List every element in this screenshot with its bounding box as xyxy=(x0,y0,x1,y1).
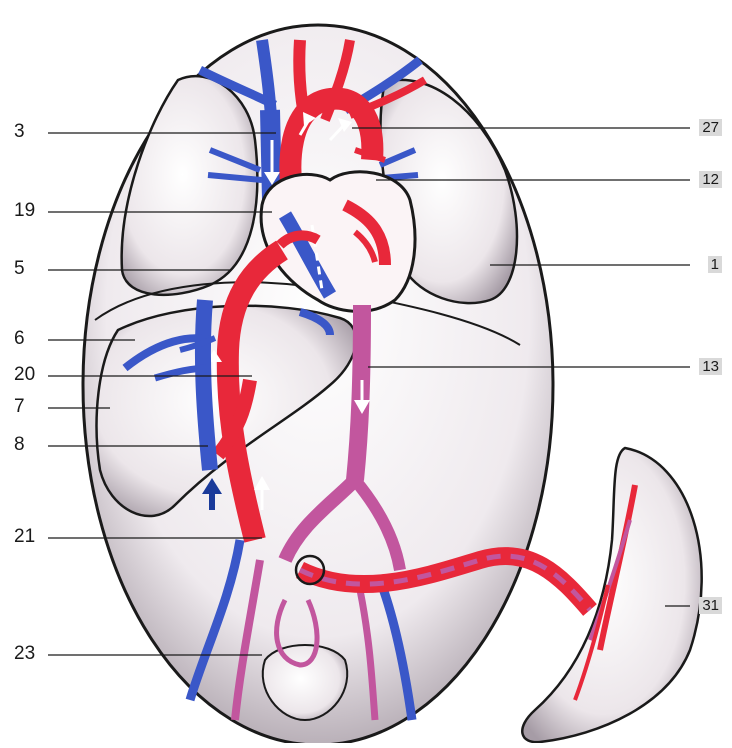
label-21: 21 xyxy=(14,527,35,546)
label-5: 5 xyxy=(14,259,25,278)
label-31: 31 xyxy=(699,597,722,614)
label-3: 3 xyxy=(14,122,25,141)
label-13: 13 xyxy=(699,358,722,375)
label-23: 23 xyxy=(14,644,35,663)
label-8: 8 xyxy=(14,435,25,454)
label-1: 1 xyxy=(708,256,722,273)
right-lung xyxy=(122,76,258,295)
label-27: 27 xyxy=(699,119,722,136)
label-20: 20 xyxy=(14,365,35,384)
label-7: 7 xyxy=(14,397,25,416)
label-12: 12 xyxy=(699,171,722,188)
label-6: 6 xyxy=(14,329,25,348)
label-19: 19 xyxy=(14,201,35,220)
